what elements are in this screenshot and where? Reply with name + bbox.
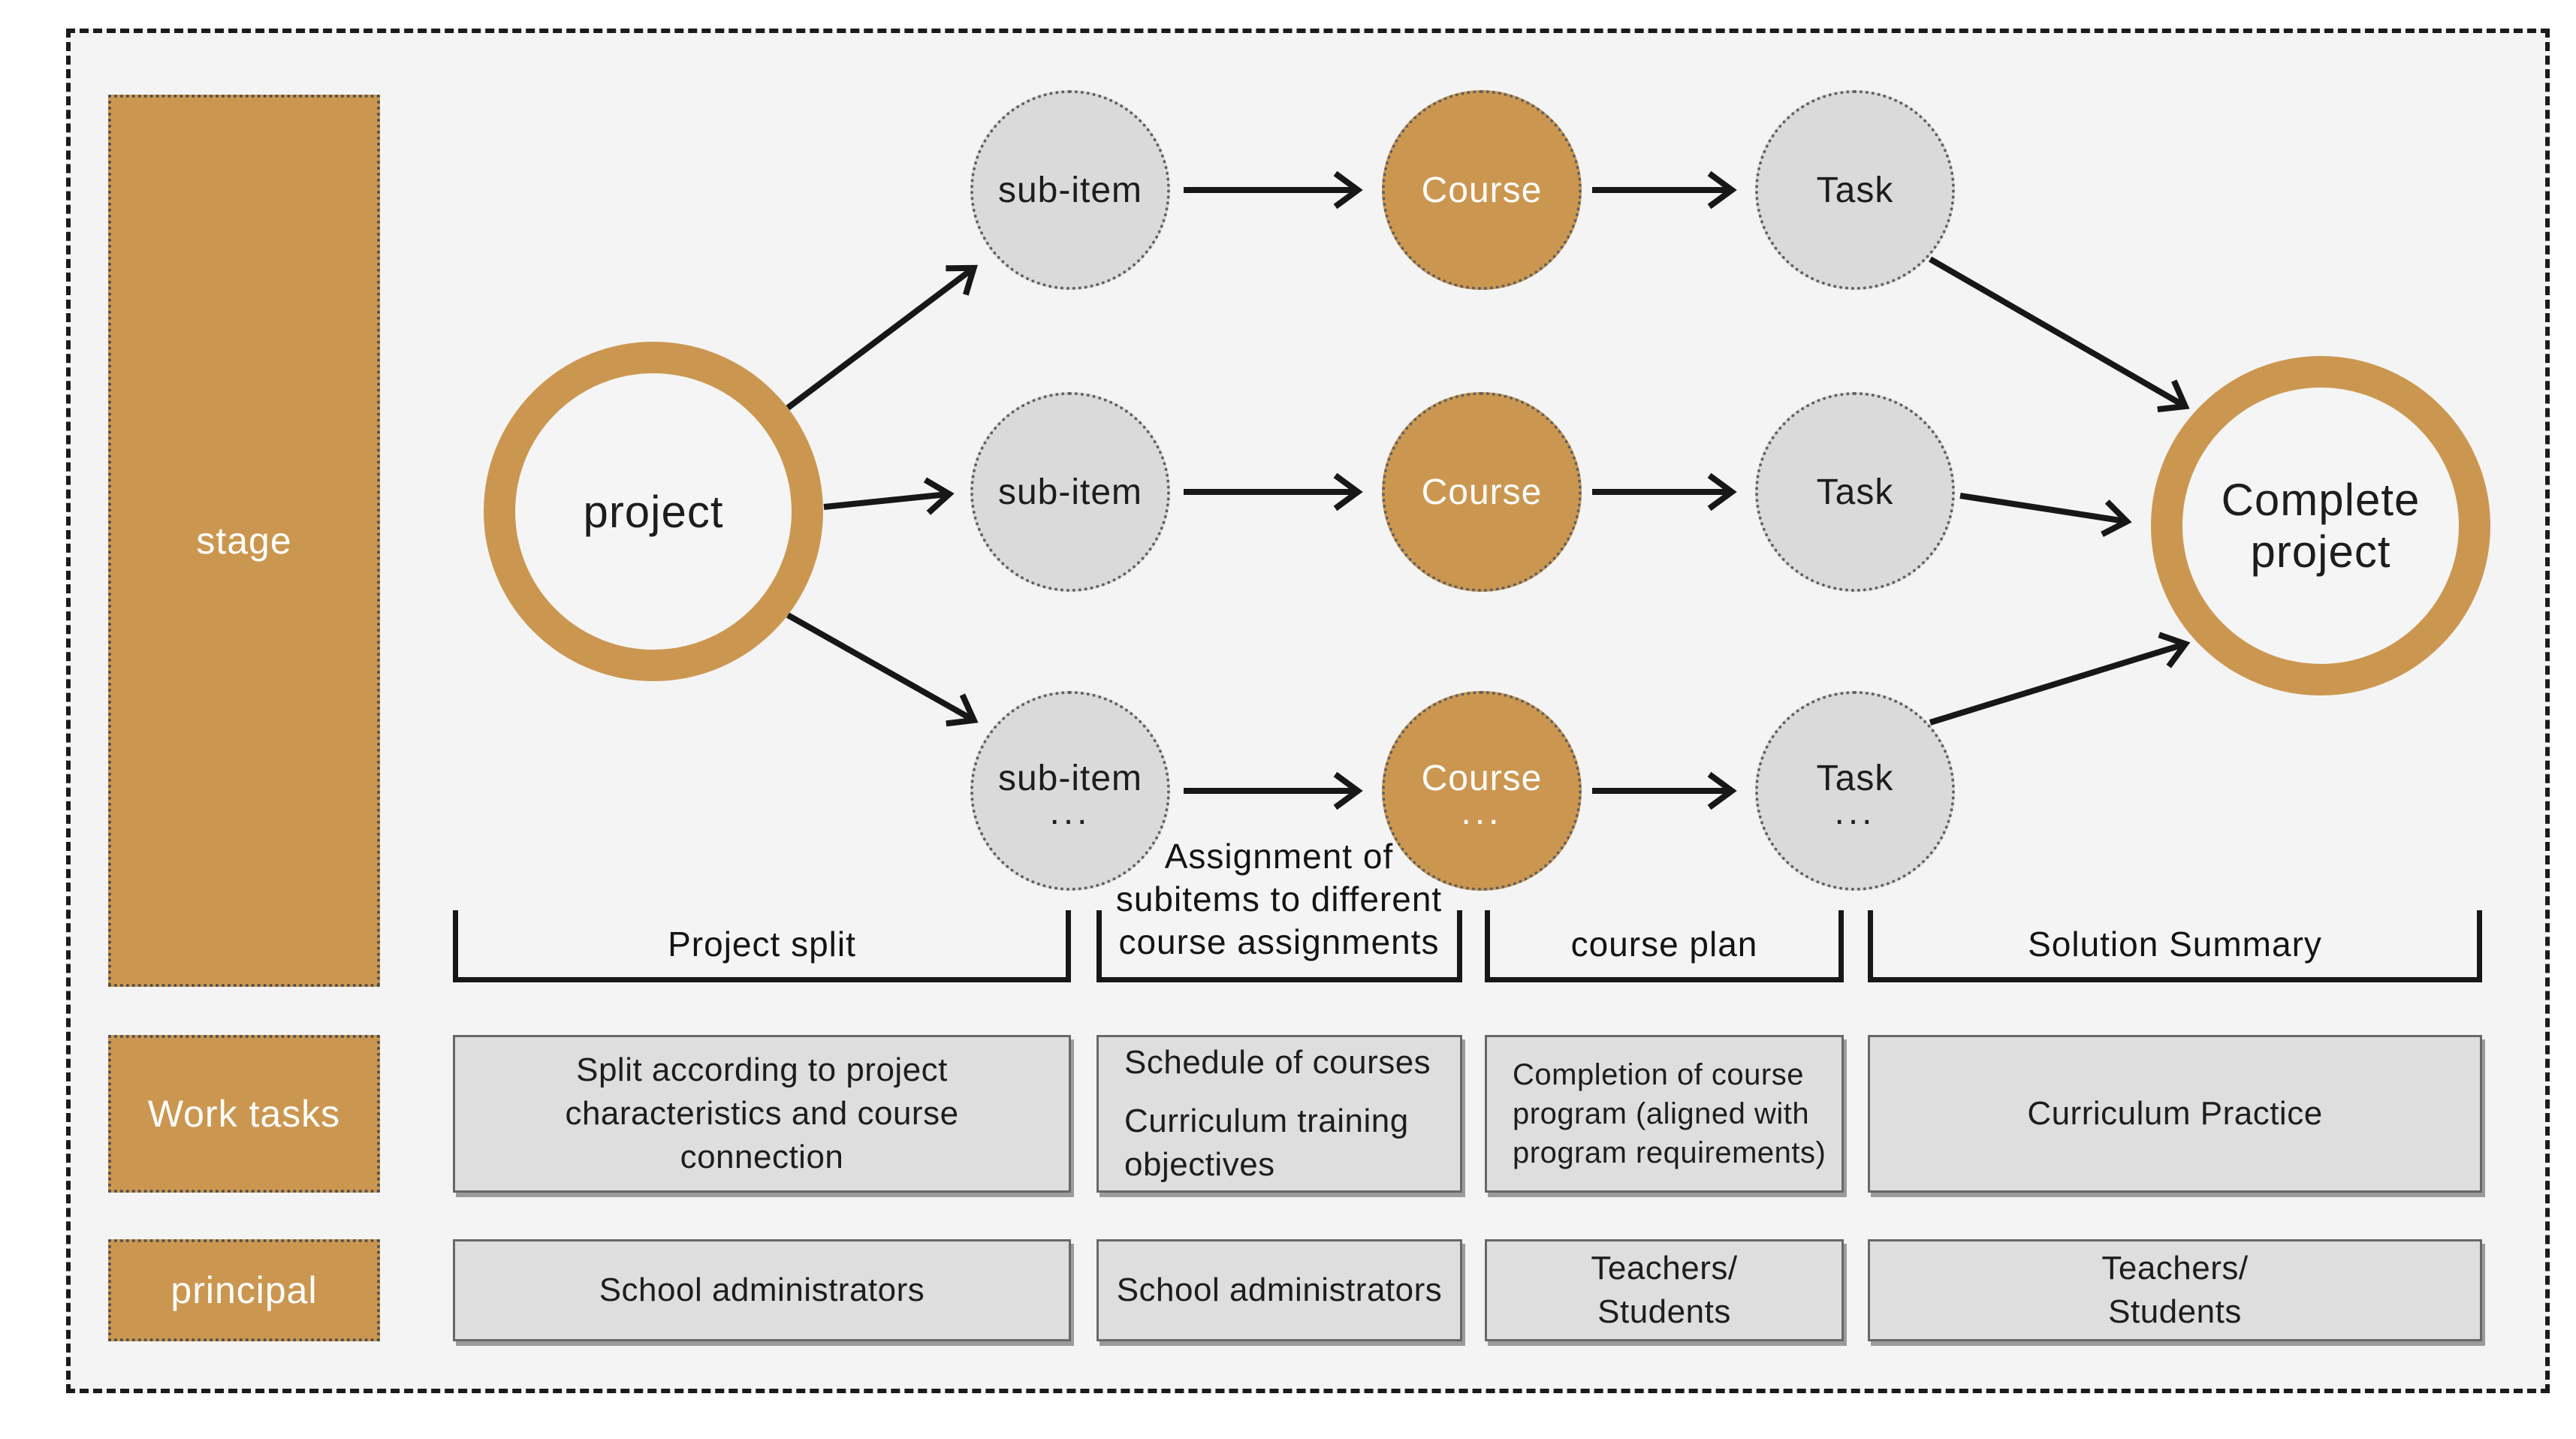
work-task-1-text: Split according to project characteristi…	[565, 1051, 959, 1176]
row1-task-label: Task	[1816, 170, 1894, 210]
row3-task-node: Task ...	[1755, 691, 1955, 891]
arrow-task2-to-complete	[1959, 493, 2132, 538]
bracket-course-plan: course plan	[1485, 910, 1844, 982]
row2-task-label: Task	[1816, 472, 1894, 512]
principal-3-text: Teachers/ Students	[1591, 1249, 1738, 1330]
principal-label: principal	[170, 1269, 318, 1311]
arrow-task1-to-complete	[1929, 256, 2190, 413]
row3-course-label: Course	[1421, 759, 1543, 799]
bracket-solution-summary: Solution Summary	[1868, 910, 2482, 982]
phase-label-project-split: Project split	[668, 924, 856, 964]
arrow-project-to-row2	[823, 477, 955, 515]
row3-sub-item-ellipsis: ...	[1049, 792, 1091, 833]
row3-course-ellipsis: ...	[1461, 792, 1503, 833]
bracket-assignment	[1096, 910, 1462, 982]
arrow-task3-to-complete	[1929, 632, 2191, 726]
row3-task-ellipsis: ...	[1834, 792, 1876, 833]
assignment-line-3: course assignments	[1118, 922, 1440, 961]
row1-course-node: Course	[1382, 90, 1582, 290]
row2-course-node: Course	[1382, 392, 1582, 592]
principal-box-3: Teachers/ Students	[1485, 1239, 1844, 1341]
project-node-label: project	[583, 486, 724, 537]
assignment-line-1: Assignment of	[1164, 837, 1394, 876]
row1-task-node: Task	[1755, 90, 1955, 290]
bracket-project-split: Project split	[453, 910, 1071, 982]
work-task-box-2: Schedule of courses Curriculum training …	[1096, 1035, 1462, 1193]
complete-project-label: Complete project	[2221, 475, 2421, 577]
project-node: project	[484, 342, 823, 681]
principal-box-2: School administrators	[1096, 1239, 1462, 1341]
work-tasks-column-box: Work tasks	[108, 1035, 380, 1193]
work-task-3-text: Completion of course program (aligned wi…	[1513, 1058, 1826, 1169]
row2-sub-item-node: sub-item	[970, 392, 1170, 592]
work-task-2-item-1: Schedule of courses	[1124, 1043, 1431, 1081]
stage-label: stage	[196, 520, 292, 562]
row1-course-label: Course	[1421, 170, 1543, 210]
row1-sub-item-label: sub-item	[997, 170, 1143, 210]
row3-course-node: Course ...	[1382, 691, 1582, 891]
row2-sub-item-label: sub-item	[997, 472, 1143, 512]
phase-label-solution-summary: Solution Summary	[2028, 924, 2322, 964]
work-task-4-text: Curriculum Practice	[2027, 1094, 2323, 1132]
principal-column-box: principal	[108, 1239, 380, 1341]
row2-course-label: Course	[1421, 472, 1543, 512]
work-task-box-3: Completion of course program (aligned wi…	[1485, 1035, 1844, 1193]
principal-2-text: School administrators	[1116, 1271, 1443, 1308]
work-task-2-item-2: Curriculum training objectives	[1124, 1102, 1409, 1184]
stage-column-box: stage	[108, 95, 380, 987]
work-tasks-label: Work tasks	[147, 1093, 341, 1135]
principal-1-text: School administrators	[599, 1271, 925, 1308]
row2-task-node: Task	[1755, 392, 1955, 592]
phase-label-course-plan: course plan	[1570, 924, 1758, 964]
principal-4-text: Teachers/ Students	[2101, 1249, 2249, 1330]
work-task-box-4: Curriculum Practice	[1868, 1035, 2482, 1193]
work-task-box-1: Split according to project characteristi…	[453, 1035, 1071, 1193]
phase-label-assignment: Assignment of subitems to different cour…	[1054, 835, 1504, 964]
principal-box-1: School administrators	[453, 1239, 1071, 1341]
arrow-project-to-row3	[786, 612, 979, 727]
row3-sub-item-label: sub-item	[997, 759, 1143, 799]
principal-box-4: Teachers/ Students	[1868, 1239, 2482, 1341]
assignment-line-2: subitems to different	[1115, 879, 1443, 919]
arrow-project-to-row1	[786, 264, 979, 411]
row1-sub-item-node: sub-item	[970, 90, 1170, 290]
complete-project-node: Complete project	[2151, 356, 2490, 695]
row3-sub-item-node: sub-item ...	[970, 691, 1170, 891]
row3-task-label: Task	[1816, 759, 1894, 799]
